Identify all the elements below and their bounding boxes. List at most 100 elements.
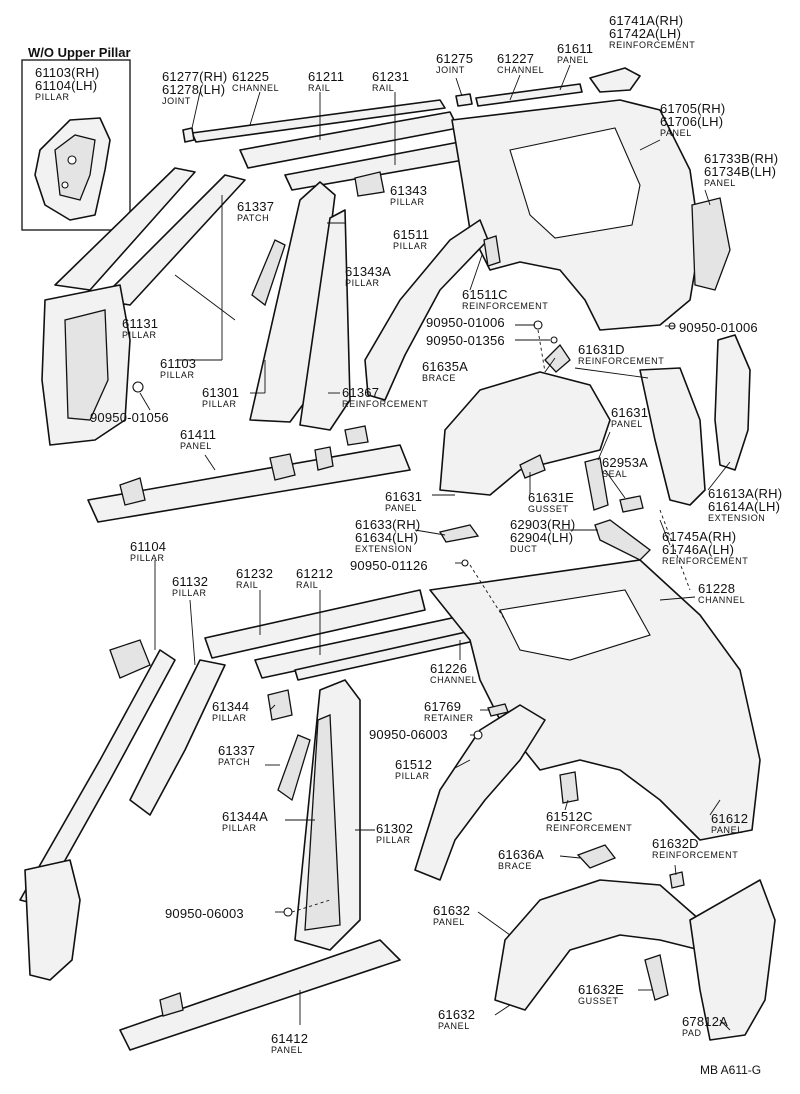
part-number: 90950-01356 xyxy=(426,333,505,348)
part-name: PANEL xyxy=(557,55,589,65)
callout-9095001056: 90950-01056 xyxy=(90,411,169,424)
part-number: 61231 xyxy=(372,69,410,84)
dashed-assembly-lines xyxy=(291,329,691,913)
part-number: 61343 xyxy=(390,183,428,198)
part-name: REINFORCEMENT xyxy=(609,40,696,50)
part-name: GUSSET xyxy=(528,504,569,514)
pillar-61511-part xyxy=(364,219,489,401)
part-name: RAIL xyxy=(296,580,319,590)
part-name: PILLAR xyxy=(130,553,165,563)
part-name: RAIL xyxy=(236,580,259,590)
joint-61275-part xyxy=(455,93,473,107)
part-number: 61632 xyxy=(433,903,471,918)
callout-62903: 62903(RH)62904(LH)DUCT xyxy=(510,518,575,554)
pillar-lower-front-detail xyxy=(64,309,109,421)
part-name: BRACE xyxy=(422,373,457,383)
part-number: 61344 xyxy=(212,699,250,714)
leader-lines xyxy=(139,64,731,1031)
part-number: 61745A(RH) xyxy=(662,529,737,544)
part-number: 61631 xyxy=(611,405,649,420)
part-name: PILLAR xyxy=(202,399,237,409)
part-number: 62904(LH) xyxy=(510,530,574,545)
grommet-90950-01126 xyxy=(461,559,469,567)
part-number: 61278(LH) xyxy=(162,82,226,97)
part-name: PATCH xyxy=(218,757,251,767)
part-name: REINFORCEMENT xyxy=(546,823,633,833)
extension-61613a-part xyxy=(714,334,751,471)
part-name: CHANNEL xyxy=(698,595,746,605)
reinforcement-61367-part xyxy=(344,425,369,446)
part-number: 90950-01126 xyxy=(350,558,428,573)
diagram-code: MB A611-G xyxy=(700,1063,762,1077)
part-name: JOINT xyxy=(436,65,465,75)
grommet-90950-01006-a xyxy=(533,320,543,330)
part-name: CHANNEL xyxy=(497,65,545,75)
part-number: 61631 xyxy=(385,489,423,504)
callout-61733: 61733B(RH)61734B(LH)PANEL xyxy=(704,152,778,188)
part-name: PANEL xyxy=(271,1045,303,1055)
patch-61337a-part xyxy=(251,239,286,307)
part-number: 61232 xyxy=(236,566,274,581)
part-name: JOINT xyxy=(162,96,191,106)
part-number: 61769 xyxy=(424,699,462,714)
part-name: RAIL xyxy=(372,83,395,93)
part-number: 61633(RH) xyxy=(355,517,421,532)
part-name: SEAL xyxy=(602,469,628,479)
part-name: PILLAR xyxy=(395,771,430,781)
joint-61277-part xyxy=(182,127,195,143)
part-number: 62903(RH) xyxy=(510,517,576,532)
part-number: 61706(LH) xyxy=(660,114,724,129)
pad-67812a-part xyxy=(689,879,776,1041)
part-name: PANEL xyxy=(433,917,465,927)
part-number: 61104(LH) xyxy=(35,78,98,93)
rail-61232-part xyxy=(204,589,426,659)
part-number: 61614A(LH) xyxy=(708,499,781,514)
part-number: 62953A xyxy=(602,455,649,470)
brace-61635a-part xyxy=(544,343,571,373)
callout-9095001126: 90950-01126 xyxy=(350,559,428,572)
bracket-61104-part xyxy=(109,639,151,679)
part-number: 90950-01006 xyxy=(679,320,758,335)
part-name: CHANNEL xyxy=(232,83,280,93)
part-name: REINFORCEMENT xyxy=(652,850,739,860)
duct-62903-part xyxy=(594,519,651,561)
part-number: 61632E xyxy=(578,982,625,997)
part-name: PANEL xyxy=(660,128,692,138)
pillar-61132-part xyxy=(129,659,226,816)
part-number: 61733B(RH) xyxy=(704,151,779,166)
part-name: PILLAR xyxy=(345,278,380,288)
part-name: PANEL xyxy=(385,503,417,513)
part-name: PILLAR xyxy=(172,588,207,598)
pillar-61344a-part xyxy=(304,714,341,931)
panel-61412-flange xyxy=(159,992,184,1017)
panel-61411-flange xyxy=(119,446,334,506)
part-name: PILLAR xyxy=(122,330,157,340)
part-name: RAIL xyxy=(308,83,331,93)
brace-61636a-part xyxy=(576,844,617,869)
part-number: 61343A xyxy=(345,264,392,279)
part-number: 61631E xyxy=(528,490,575,505)
part-number: 61746A(LH) xyxy=(662,542,735,557)
grommet-90950-01056 xyxy=(132,381,144,393)
callout-9095001006a: 90950-01006 xyxy=(426,316,505,329)
lower-quarter-window-opening xyxy=(499,589,651,661)
